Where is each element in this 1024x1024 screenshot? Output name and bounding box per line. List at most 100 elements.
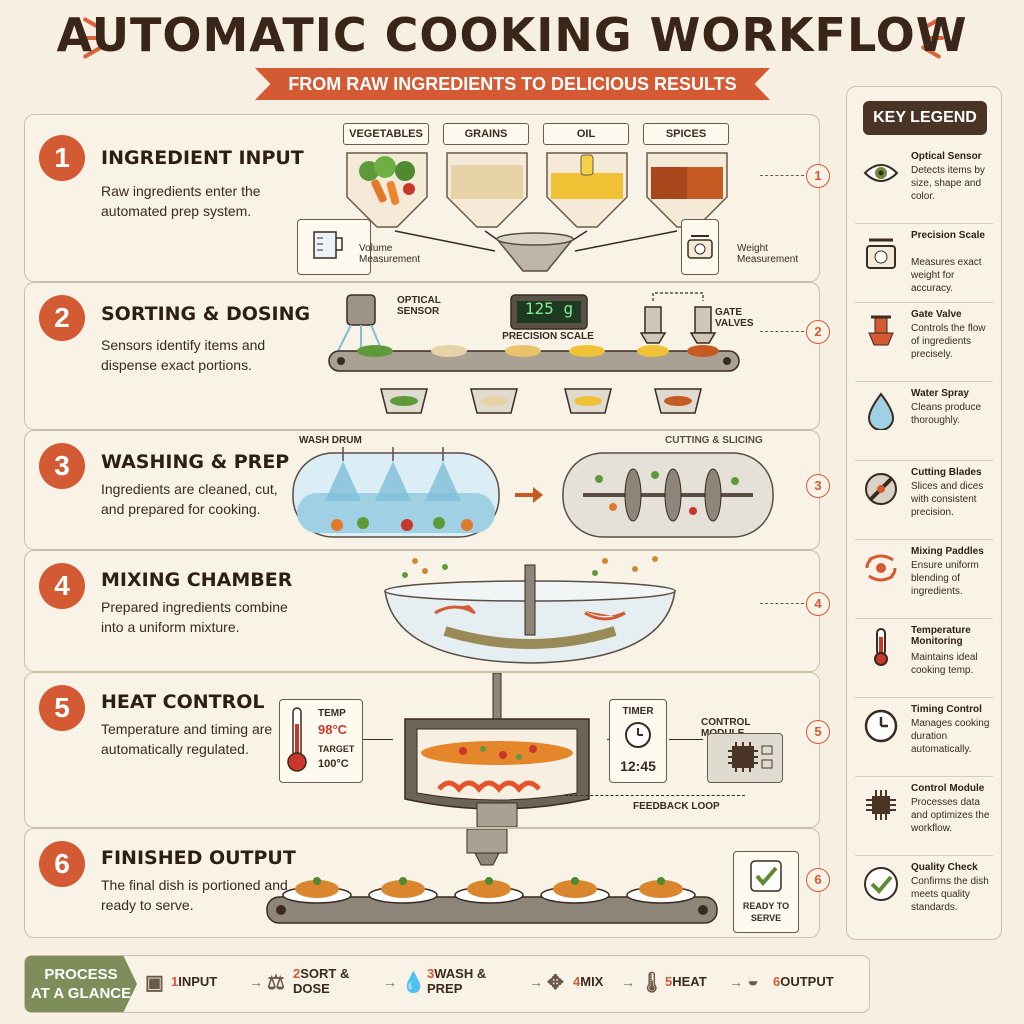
scale-reading: 125 g bbox=[524, 299, 574, 318]
weight-label: Weight Measurement bbox=[737, 243, 799, 265]
legend-divider bbox=[855, 855, 993, 856]
sorting-conveyor-illustration bbox=[328, 292, 740, 414]
stage-desc: Ingredients are cleaned, cut, and prepar… bbox=[101, 481, 278, 517]
measuring-cup-icon bbox=[313, 231, 343, 259]
check-icon bbox=[750, 860, 782, 892]
process-at-a-glance-bar: PROCESS AT A GLANCE ▣1INPUT→⚖2SORT & DOS… bbox=[24, 955, 870, 1013]
legend-item-name: Temperature Monitoring bbox=[911, 625, 971, 647]
page-title: AUTOMATIC COOKING WORKFLOW bbox=[56, 8, 968, 62]
legend-item-name: Mixing Paddles bbox=[911, 546, 984, 557]
stage-marker-3: 3 bbox=[806, 474, 830, 498]
wash-and-cut-illustration bbox=[292, 447, 774, 538]
thermometer-icon bbox=[861, 627, 901, 667]
stage-number: 4 bbox=[39, 563, 85, 609]
legend-item-name: Precision Scale bbox=[911, 230, 985, 241]
glance-step-icon: ▣ bbox=[145, 972, 164, 994]
legend-divider bbox=[855, 776, 993, 777]
stage-number: 2 bbox=[39, 295, 85, 341]
glance-step-label: HEAT bbox=[672, 974, 707, 989]
stage-marker-2: 2 bbox=[806, 320, 830, 344]
clock-icon bbox=[625, 722, 651, 748]
legend-divider bbox=[855, 381, 993, 382]
glance-step: 5HEAT bbox=[665, 974, 745, 989]
heated-pot-illustration bbox=[404, 673, 590, 827]
glance-step-label: MIX bbox=[580, 974, 604, 989]
legend-item-desc: Processes data and optimizes the workflo… bbox=[911, 797, 990, 834]
glance-step: 1INPUT bbox=[171, 974, 251, 989]
legend-item-name: Water Spray bbox=[911, 388, 969, 399]
glance-step: 2SORT & DOSE bbox=[293, 966, 373, 996]
legend-divider bbox=[855, 618, 993, 619]
legend-item-name: Timing Control bbox=[911, 704, 982, 715]
glance-step-number: 2 bbox=[293, 966, 301, 981]
eye-icon bbox=[861, 153, 901, 193]
stage-title: INGREDIENT INPUT bbox=[101, 147, 304, 169]
leader-line bbox=[760, 331, 804, 332]
legend-item-desc: Slices and dices with consistent precisi… bbox=[911, 481, 984, 518]
timer-value: 12:45 bbox=[620, 758, 656, 774]
glance-step: 4MIX bbox=[573, 974, 653, 989]
legend-item-name: Cutting Blades bbox=[911, 467, 982, 478]
clock-icon bbox=[861, 706, 901, 746]
stage-title: WASHING & PREP bbox=[101, 451, 290, 473]
glance-step-number: 1 bbox=[171, 974, 179, 989]
output-conveyor-illustration bbox=[266, 829, 718, 924]
gate-valves-label: GATE VALVES bbox=[715, 307, 754, 329]
blade-icon bbox=[861, 469, 901, 509]
connector bbox=[363, 739, 393, 740]
glance-step-label: WASH & PREP bbox=[427, 966, 487, 996]
timer-panel: TIMER 12:45 bbox=[609, 699, 667, 783]
legend-item-desc: Detects items by size, shape and color. bbox=[911, 165, 985, 202]
decor-dash bbox=[922, 36, 944, 40]
legend-title: KEY LEGEND bbox=[863, 101, 987, 135]
hopper-label-spices: SPICES bbox=[643, 123, 729, 145]
stage-number: 5 bbox=[39, 685, 85, 731]
chip-icon bbox=[728, 742, 773, 772]
control-module-box bbox=[707, 733, 783, 783]
glance-step-icon: 💧 bbox=[401, 972, 426, 994]
stage-marker-1: 1 bbox=[806, 164, 830, 188]
glance-step-number: 6 bbox=[773, 974, 781, 989]
legend-item-desc: Controls the flow of ingredients precise… bbox=[911, 323, 986, 360]
temp-label: TEMP bbox=[318, 708, 346, 719]
stage-6-panel: 6 FINISHED OUTPUT The final dish is port… bbox=[24, 828, 820, 938]
legend-divider bbox=[855, 223, 993, 224]
connector bbox=[669, 739, 703, 740]
mixing-chamber-illustration bbox=[384, 556, 676, 664]
glance-step-number: 4 bbox=[573, 974, 581, 989]
precision-scale-label: PRECISION SCALE bbox=[502, 331, 594, 342]
target-label: TARGET bbox=[318, 744, 355, 754]
legend-item-name: Gate Valve bbox=[911, 309, 962, 320]
mixing-icon bbox=[861, 548, 901, 588]
legend-item-desc: Manages cooking duration automatically. bbox=[911, 718, 990, 755]
ingredient-hoppers-illustration bbox=[346, 152, 728, 272]
feedback-loop-label: FEEDBACK LOOP bbox=[633, 801, 720, 812]
check-icon bbox=[861, 864, 901, 904]
glance-step-icon: ⚖ bbox=[267, 972, 285, 994]
subtitle-banner: FROM RAW INGREDIENTS TO DELICIOUS RESULT… bbox=[255, 68, 770, 100]
optical-sensor-label: OPTICAL SENSOR bbox=[397, 295, 441, 317]
chip-icon bbox=[861, 785, 901, 825]
cutting-label: CUTTING & SLICING bbox=[665, 435, 763, 446]
legend-divider bbox=[855, 539, 993, 540]
legend-divider bbox=[855, 697, 993, 698]
glance-step: 6OUTPUT bbox=[773, 974, 853, 989]
glance-title-line2: AT A GLANCE bbox=[30, 985, 132, 1002]
stage-1-panel: 1 INGREDIENT INPUT Raw ingredients enter… bbox=[24, 114, 820, 282]
valve-icon bbox=[861, 311, 901, 351]
feedback-line bbox=[565, 795, 745, 796]
stage-desc: The final dish is portioned and ready to… bbox=[101, 877, 288, 913]
glance-title-line1: PROCESS bbox=[44, 966, 118, 983]
stage-desc: Raw ingredients enter the automated prep… bbox=[101, 183, 261, 219]
legend-divider bbox=[855, 302, 993, 303]
glance-step-number: 3 bbox=[427, 966, 435, 981]
ready-label: READY TO SERVE bbox=[742, 901, 790, 923]
